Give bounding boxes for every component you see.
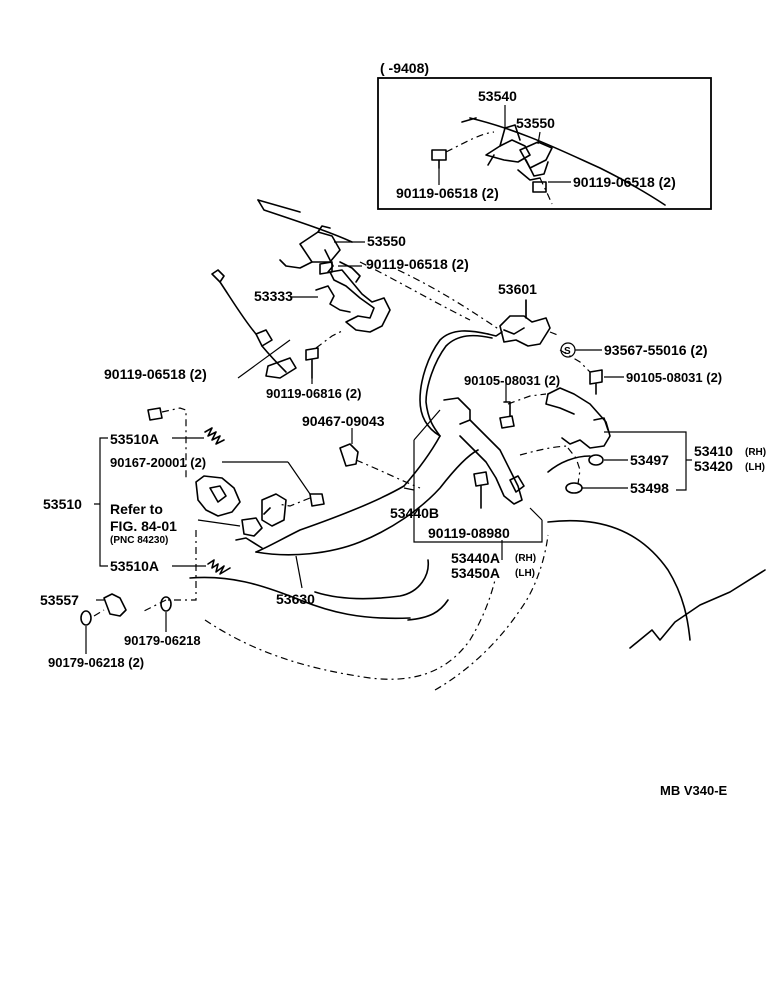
striker-dash-3: [559, 349, 591, 373]
label-90119-06518-top: 90119-06518 (2): [366, 256, 469, 272]
hood-right-curve: [547, 455, 591, 473]
hood-outline: [189, 199, 766, 691]
hood-front-edge: [407, 599, 449, 621]
inset-hinge-53550: [517, 141, 553, 181]
hood-side-tip: [629, 569, 766, 649]
hood-prop-rod: [211, 269, 297, 379]
bracket-53410: [604, 431, 692, 491]
label-53420-side: (LH): [745, 462, 765, 473]
hood-striker-53410: [545, 387, 611, 449]
label-93567-55016: 93567-55016 (2): [604, 342, 708, 358]
hood-centerline: [359, 261, 471, 321]
striker-dash-1: [567, 447, 581, 485]
bolt-90167-20001: [277, 493, 325, 507]
hood-bottom-dash: [434, 534, 549, 691]
label-90119-06816: 90119-06816 (2): [266, 386, 361, 401]
label-53420: 53420: [694, 458, 733, 474]
cushion-53497: [588, 454, 604, 466]
bolt-90119-06816: [305, 329, 345, 379]
bracket-53440: [413, 409, 543, 543]
lock-dash-vert: [166, 530, 197, 601]
label-53557: 53557: [40, 592, 79, 608]
inset-date-range: ( -9408): [380, 60, 429, 76]
label-90467-09043: 90467-09043: [302, 413, 385, 429]
label-fig-ref: FIG. 84-01: [110, 518, 177, 534]
hood-lock-assembly-53510: [195, 475, 287, 549]
label-90105-08031-b: 90105-08031 (2): [626, 370, 722, 385]
bolt-90119-06518-left: [147, 407, 187, 478]
clip-53333: [315, 285, 351, 313]
label-53601: 53601: [498, 281, 537, 297]
hood-lock-53601: [499, 299, 551, 347]
label-90167-20001: 90167-20001 (2): [110, 455, 206, 470]
leader-lines: [85, 241, 628, 654]
inset-hood-edge-2: [461, 117, 477, 123]
inset-bolt-left: [431, 131, 495, 169]
lock-cable-dash: [549, 331, 561, 337]
label-53510a-bottom: 53510A: [110, 558, 159, 574]
inset-frame: [377, 77, 712, 210]
inset-hinge-53540: [485, 124, 531, 166]
label-53498: 53498: [630, 480, 669, 496]
svg-text:S: S: [564, 346, 571, 357]
diagram-code: MB V340-E: [660, 783, 728, 798]
hood-rear-edge-2: [257, 199, 301, 213]
clip-dash: [93, 609, 105, 617]
label-53450a: 53450A: [451, 565, 500, 581]
label-53510a-top: 53510A: [110, 431, 159, 447]
label-53440a-side: (RH): [515, 553, 536, 564]
label-90119-06518-left: 90119-06518 (2): [104, 366, 207, 382]
label-90119-08980: 90119-08980: [428, 525, 510, 541]
label-90105-08031-a: 90105-08031 (2): [464, 373, 560, 388]
bracket-53510: [94, 437, 108, 567]
s-mark-badge: S: [560, 342, 576, 358]
label-53497: 53497: [630, 452, 669, 468]
label-53410-side: (RH): [745, 447, 766, 458]
label-53550: 53550: [367, 233, 406, 249]
spring-53510a-top: [204, 427, 225, 445]
latch-support-53440b: [443, 397, 525, 505]
bracket-53557: [103, 593, 127, 617]
inset-panel: ( -9408) 53540 53550 901: [377, 60, 712, 210]
inset-bolt-right: [532, 177, 553, 205]
clip-90179-06218-2: [80, 610, 92, 626]
label-53510: 53510: [43, 496, 82, 512]
striker-dash-2: [507, 393, 547, 405]
hood-rear-edge: [257, 199, 353, 243]
bolt-90119-06518-top: [319, 261, 333, 275]
hinge-bracket: [329, 261, 391, 333]
inset-label-bolt-left: 90119-06518 (2): [396, 185, 499, 201]
label-90179-06218-2: 90179-06218 (2): [48, 655, 144, 670]
hood-dash-upper: [397, 269, 501, 331]
label-53410: 53410: [694, 443, 733, 459]
hinge-53550: [279, 225, 341, 273]
label-refer-to: Refer to: [110, 501, 163, 517]
bolt-90105-08031-b: [589, 369, 603, 395]
spring-53510a-bottom: [207, 559, 231, 575]
inset-label-53550: 53550: [516, 115, 555, 131]
hood-side-curve: [547, 519, 691, 641]
label-53440a: 53440A: [451, 550, 500, 566]
part-labels: 53550 90119-06518 (2) 53601 53333 93567-…: [40, 233, 766, 670]
bolt-90105-08031-a: [499, 401, 515, 429]
cushion-53498: [565, 482, 583, 494]
label-90179-06218: 90179-06218: [124, 633, 201, 648]
clip-90179-06218: [160, 596, 172, 612]
hood-lower-left: [189, 576, 411, 620]
lock-dash-horiz: [141, 599, 167, 613]
label-pnc-ref: (PNC 84230): [110, 535, 168, 546]
label-53630: 53630: [276, 591, 315, 607]
hood-lower-dash: [204, 579, 496, 680]
hood-inner-curve: [314, 559, 429, 600]
hood-right-dash: [519, 445, 571, 456]
inset-hood-edge: [469, 117, 666, 206]
inset-label-bolt-right: 90119-06518 (2): [573, 174, 676, 190]
inset-label-53540: 53540: [478, 88, 517, 104]
release-cable: [255, 330, 503, 556]
bolt-90119-08980: [473, 471, 489, 509]
label-53450a-side: (LH): [515, 568, 535, 579]
label-53440b: 53440B: [390, 505, 439, 521]
label-53333: 53333: [254, 288, 293, 304]
